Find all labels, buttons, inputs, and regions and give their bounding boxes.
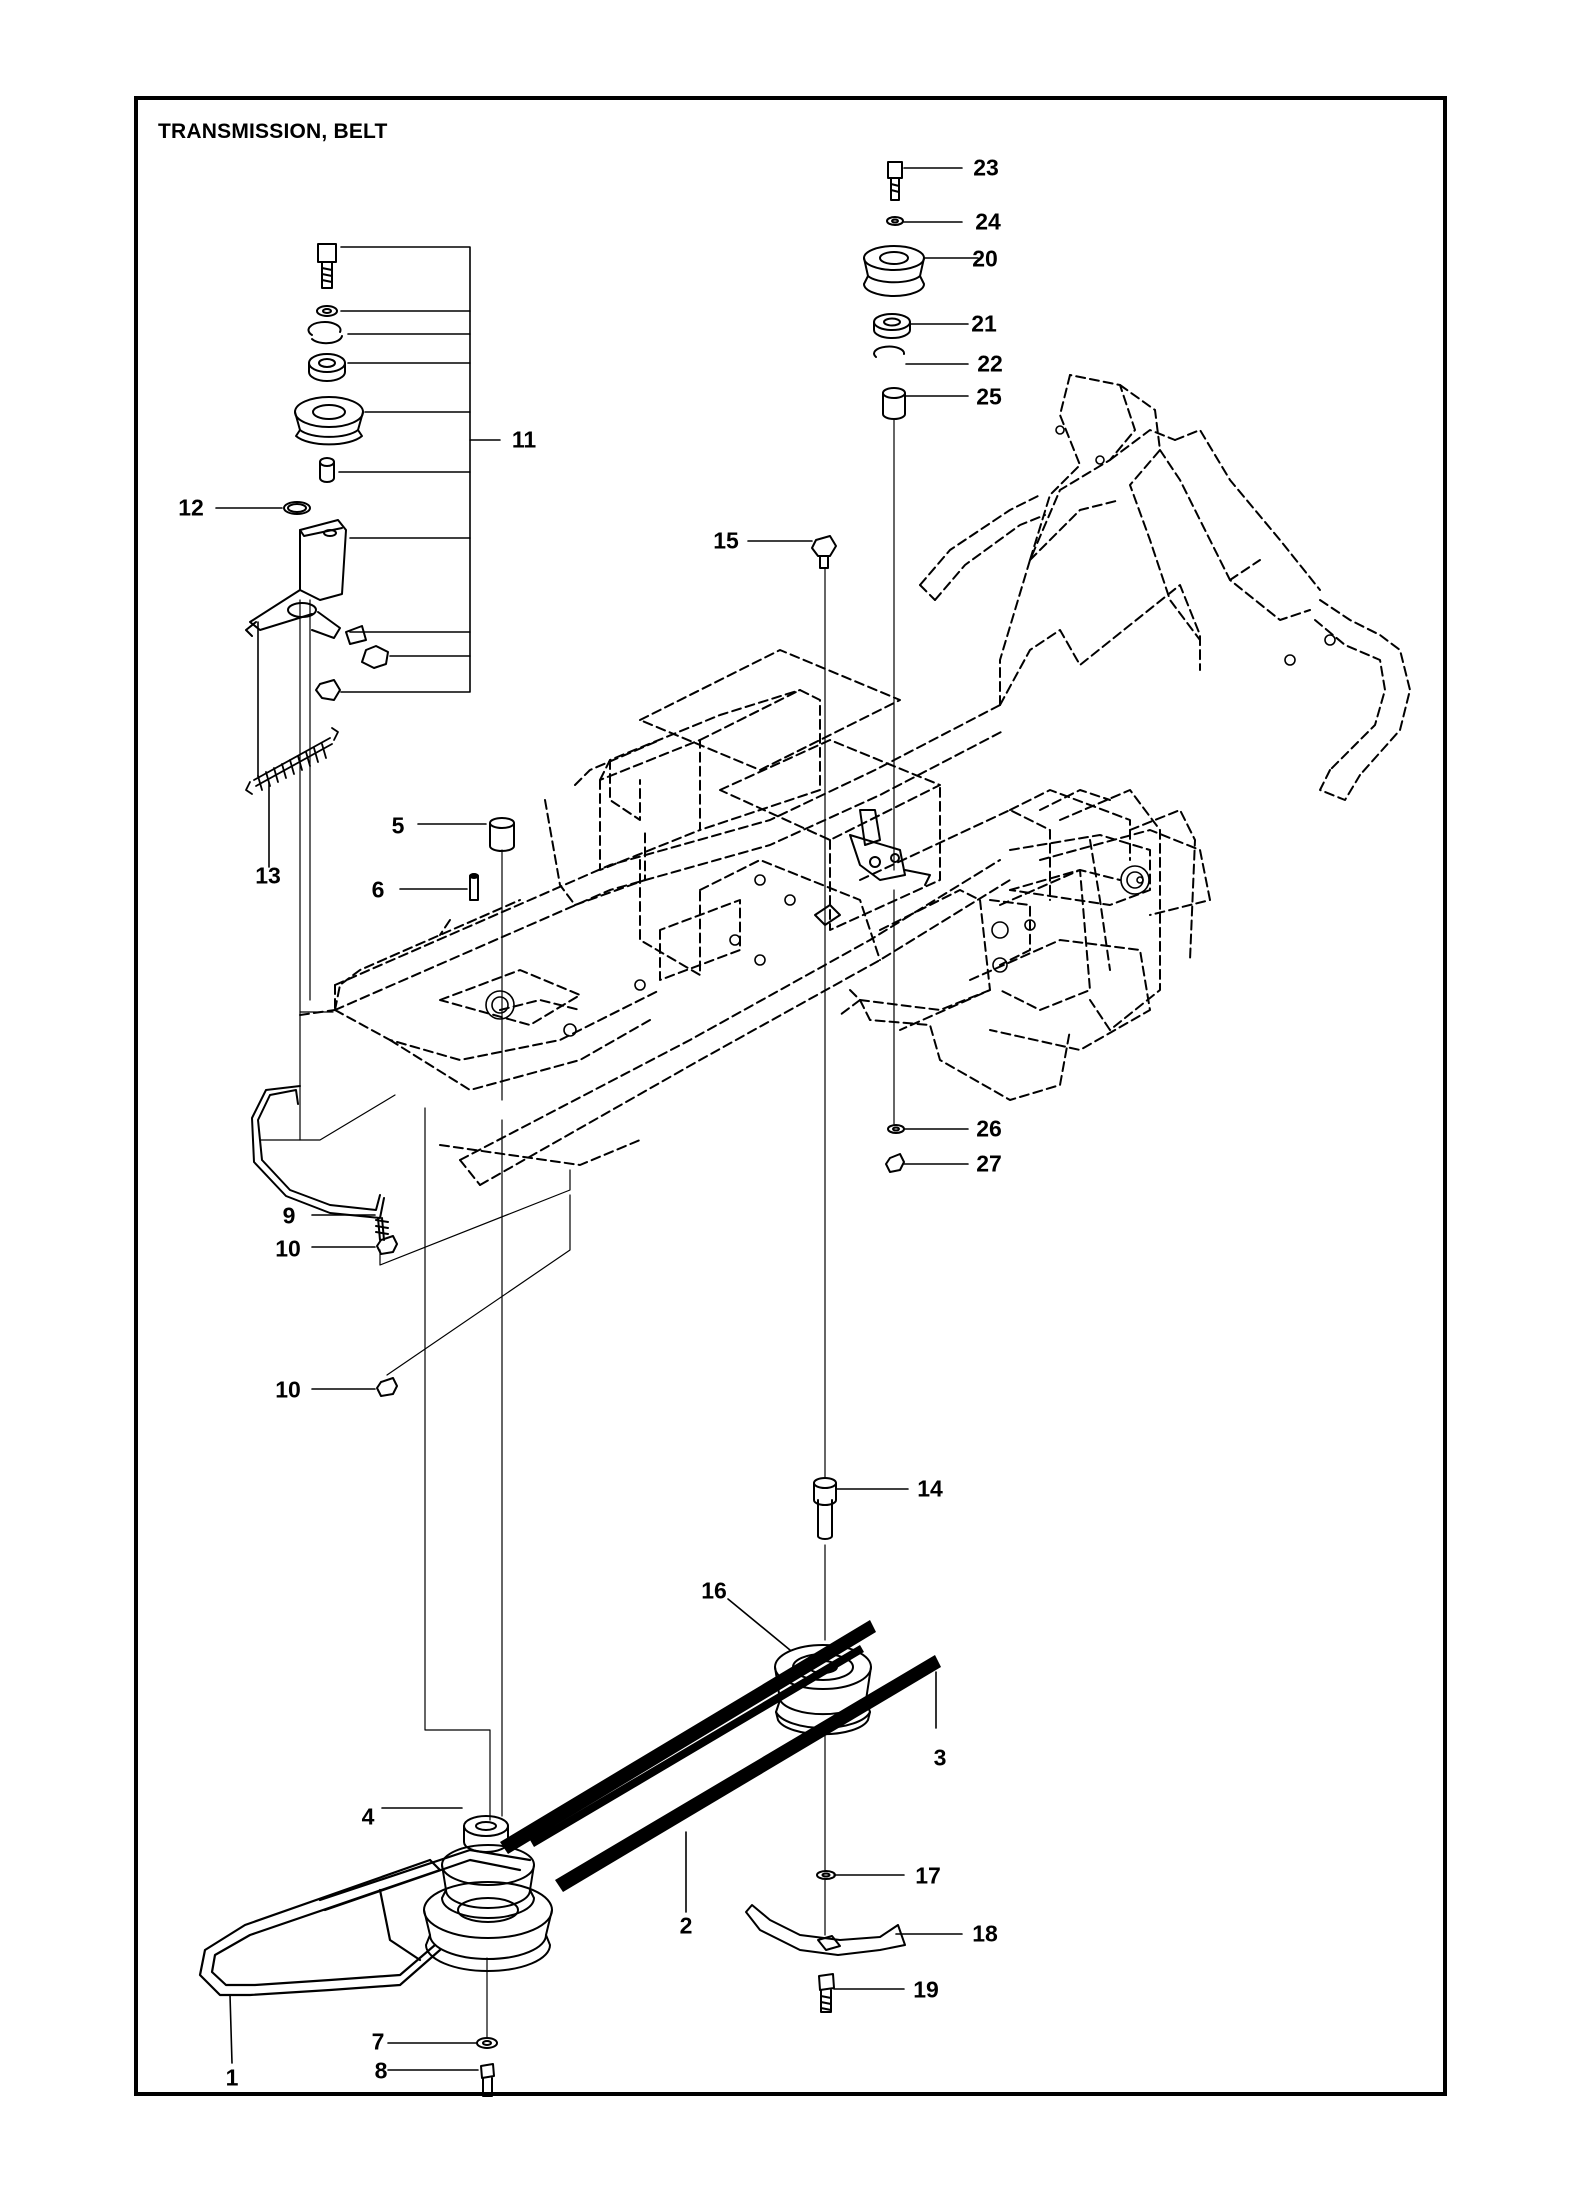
leader-lines (215, 167, 979, 2071)
callout-15: 15 (713, 527, 739, 554)
callout-22: 22 (977, 350, 1003, 377)
callout-10: 10 (275, 1376, 301, 1403)
idler-stack-right (863, 161, 925, 420)
callout-7: 7 (371, 2028, 385, 2055)
callout-3: 3 (933, 1744, 947, 1771)
callout-6: 6 (371, 876, 385, 903)
callout-25: 25 (976, 383, 1002, 410)
tension-rod (251, 1085, 389, 1241)
callout-20: 20 (972, 245, 998, 272)
callout-17: 17 (915, 1862, 941, 1889)
alignment-lines (259, 419, 895, 2039)
spacer-14 (813, 1477, 837, 1540)
callout-11: 11 (511, 426, 537, 453)
tensioner-assembly (245, 243, 389, 701)
drive-pulley (423, 1815, 553, 1972)
callout-16: 16 (701, 1577, 727, 1604)
callout-10: 10 (275, 1235, 301, 1262)
callout-12: 12 (178, 494, 204, 521)
bolt-15 (811, 535, 837, 569)
callout-5: 5 (391, 812, 405, 839)
callout-1: 1 (225, 2064, 239, 2091)
diagram-frame (134, 96, 1447, 2096)
frame-holes (485, 425, 1336, 1037)
callout-24: 24 (975, 208, 1001, 235)
callout-19: 19 (913, 1976, 939, 2003)
belt-1 (198, 1848, 532, 1997)
washer-nut-right (885, 1124, 905, 1173)
callout-8: 8 (374, 2057, 388, 2084)
belts-2-3 (500, 1620, 941, 1892)
nuts (376, 1235, 398, 1397)
callout-18: 18 (972, 1920, 998, 1947)
diagram-title: TRANSMISSION, BELT (158, 120, 388, 143)
spacer-and-pin (469, 817, 515, 901)
lower-left-hardware (476, 2037, 498, 2097)
callout-14: 14 (917, 1475, 943, 1502)
callout-27: 27 (976, 1150, 1002, 1177)
callout-4: 4 (361, 1803, 375, 1830)
chassis-frame (299, 374, 1411, 1186)
callout-9: 9 (282, 1202, 296, 1229)
bracket-assembly (814, 809, 931, 926)
callout-2: 2 (679, 1912, 693, 1939)
callout-26: 26 (976, 1115, 1002, 1142)
callout-21: 21 (971, 310, 997, 337)
lower-right-hardware (745, 1870, 906, 2013)
spring (245, 727, 339, 795)
callout-23: 23 (973, 154, 999, 181)
callout-13: 13 (255, 862, 281, 889)
